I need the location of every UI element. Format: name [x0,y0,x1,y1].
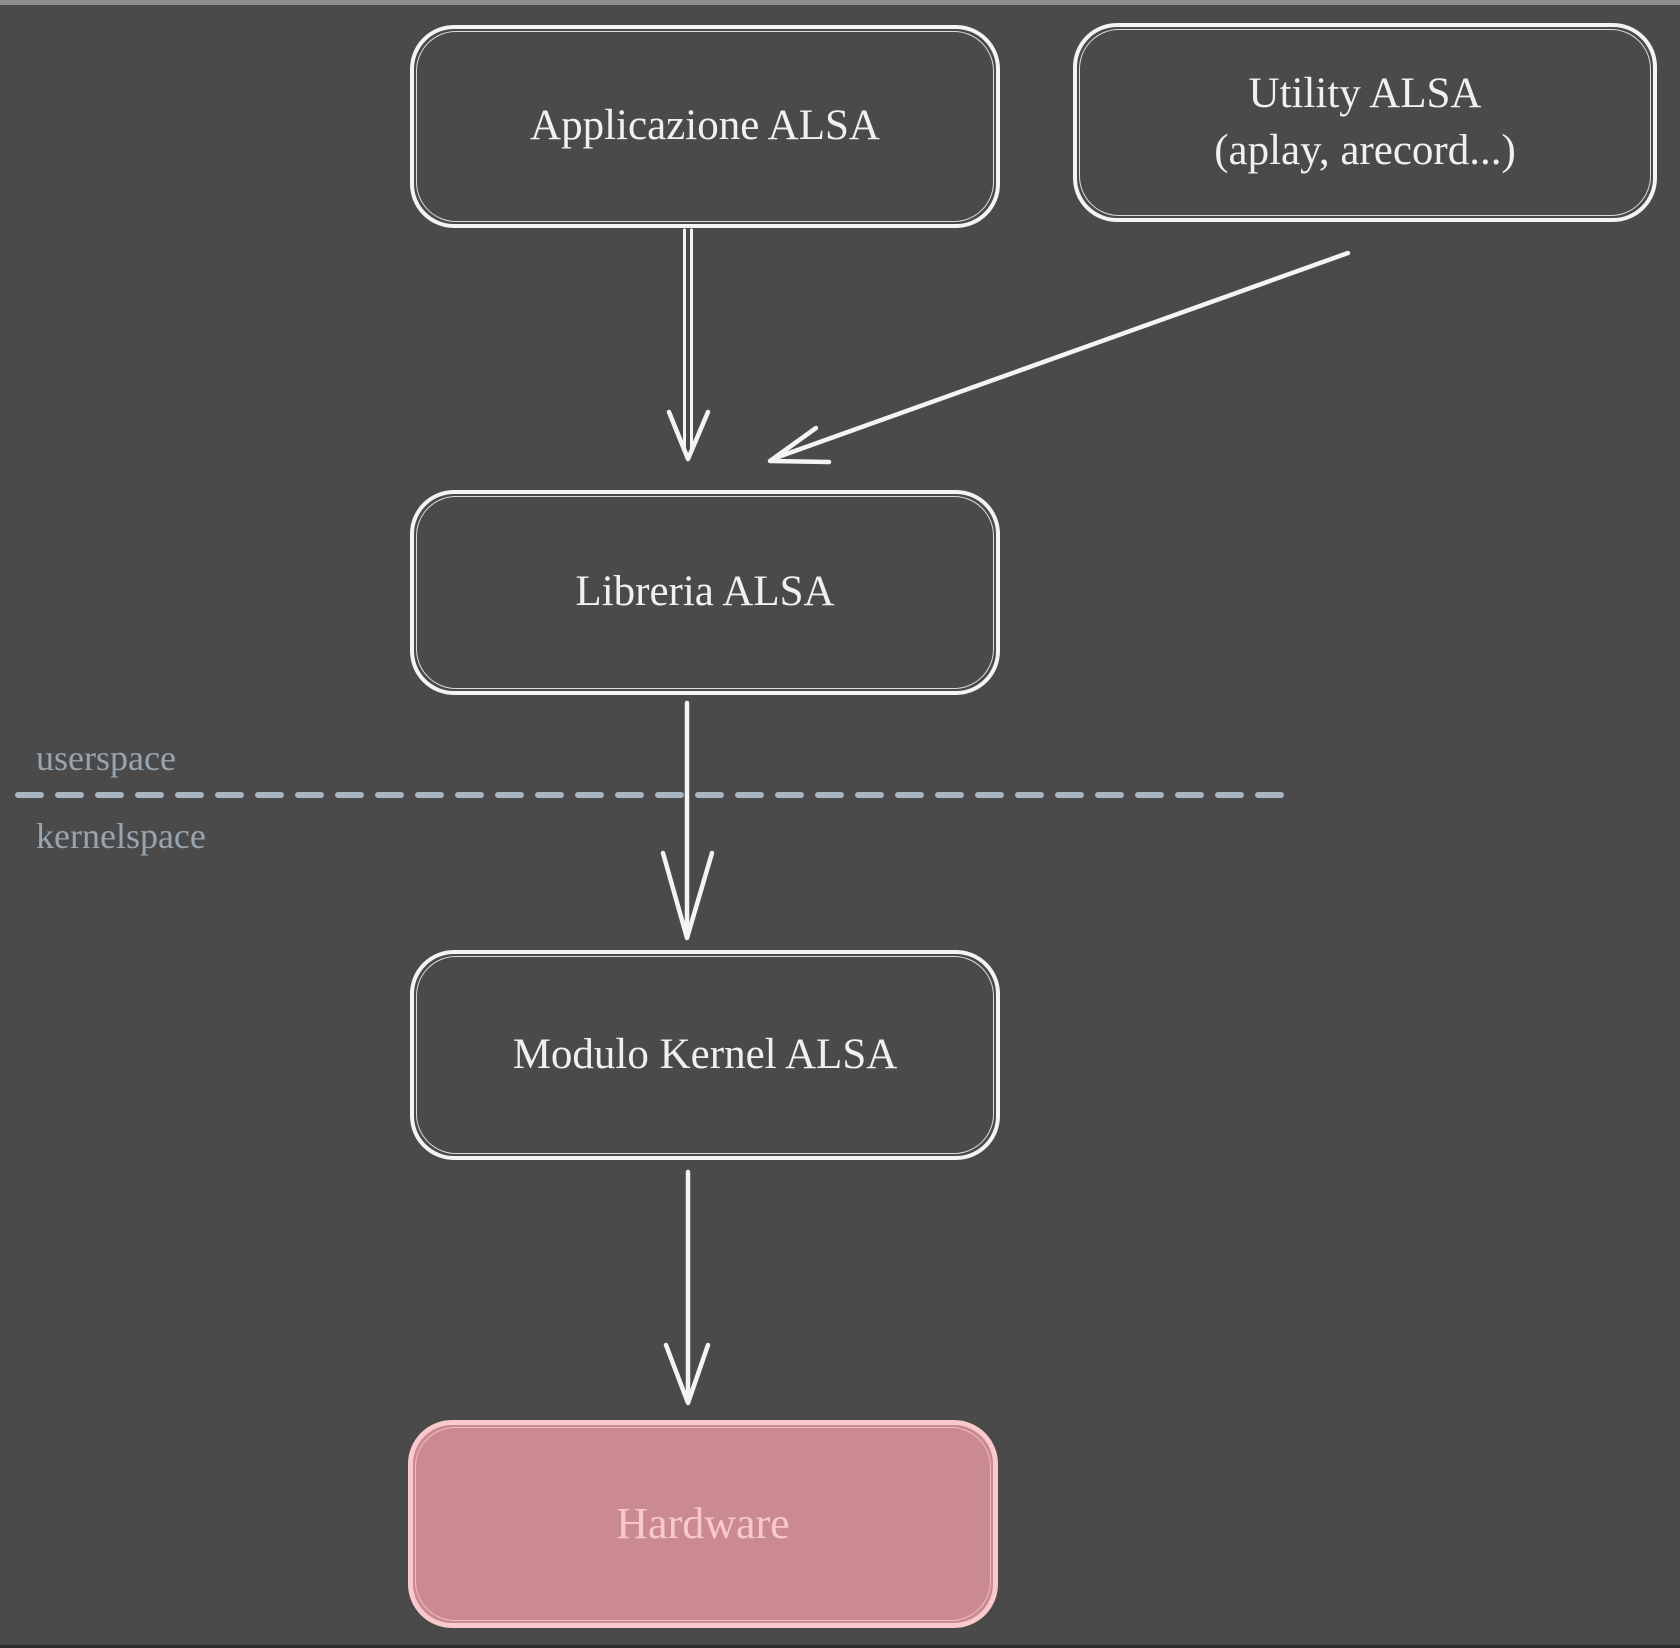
node-applicazione-alsa-label: Applicazione ALSA [530,102,880,150]
arrow-library-to-kernel-icon [660,700,715,941]
node-utility-alsa-label: Utility ALSA (aplay, arecord...) [1214,66,1516,180]
node-utility-alsa-line2: (aplay, arecord...) [1214,126,1516,174]
node-hardware-label: Hardware [616,1498,790,1548]
arrow-kernel-to-hardware-icon [663,1169,711,1406]
node-utility-alsa: Utility ALSA (aplay, arecord...) [1073,23,1657,222]
node-hardware: Hardware [408,1420,998,1628]
window-top-edge [0,0,1680,5]
node-modulo-kernel-alsa: Modulo Kernel ALSA [410,950,1000,1160]
node-modulo-kernel-alsa-label: Modulo Kernel ALSA [512,1030,898,1078]
node-libreria-alsa: Libreria ALSA [410,490,1000,695]
node-utility-alsa-line1: Utility ALSA [1248,69,1482,117]
arrow-utility-to-library-icon [767,250,1351,465]
node-applicazione-alsa: Applicazione ALSA [410,25,1000,228]
kernelspace-label: kernelspace [36,816,206,856]
node-libreria-alsa-label: Libreria ALSA [575,568,835,616]
window-bottom-edge [0,1645,1680,1648]
userspace-label: userspace [36,738,176,778]
arrow-app-to-library-icon [666,228,711,462]
